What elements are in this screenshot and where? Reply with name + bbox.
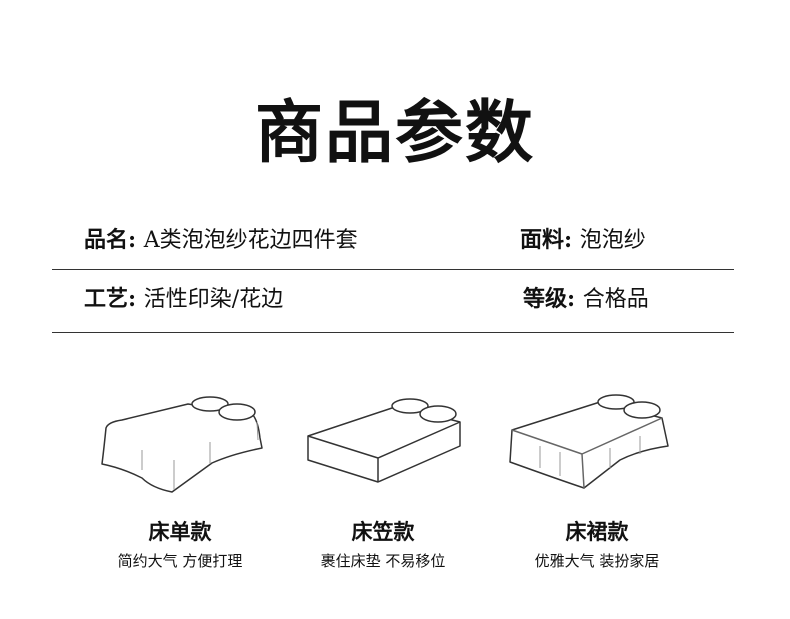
param-label: 品名: [84,227,137,253]
flat-sheet-bed-icon [92,388,272,498]
style-desc: 优雅大气 装扮家居 [534,552,660,570]
page-title: 商品参数 [254,93,535,173]
param-value: A类泡泡纱花边四件套 [143,228,358,253]
style-card-fitted-sheet: 床笠款 裹住床垫 不易移位 [283,518,483,572]
param-value: 活性印染/花边 [143,287,284,312]
param-product-name: 品名: A类泡泡纱花边四件套 [84,225,358,256]
style-desc: 简约大气 方便打理 [117,552,243,570]
style-card-flat-sheet: 床单款 简约大气 方便打理 [80,518,280,572]
fitted-sheet-bed-icon [298,388,478,498]
style-name: 床裙款 [565,520,629,544]
param-label: 工艺: [84,286,137,312]
param-grade: 等级: 合格品 [523,284,649,315]
style-name: 床笠款 [351,520,415,544]
divider [52,269,734,270]
divider [52,332,734,333]
param-fabric: 面料: 泡泡纱 [520,225,646,256]
param-craft: 工艺: 活性印染/花边 [84,284,283,315]
param-value: 合格品 [582,287,649,312]
style-desc: 裹住床垫 不易移位 [320,552,446,570]
param-label: 等级: [523,286,576,312]
param-value: 泡泡纱 [579,228,646,253]
bed-skirt-bed-icon [500,388,680,498]
param-label: 面料: [520,227,573,253]
style-name: 床单款 [148,520,212,544]
style-card-bed-skirt: 床裙款 优雅大气 装扮家居 [497,518,697,572]
